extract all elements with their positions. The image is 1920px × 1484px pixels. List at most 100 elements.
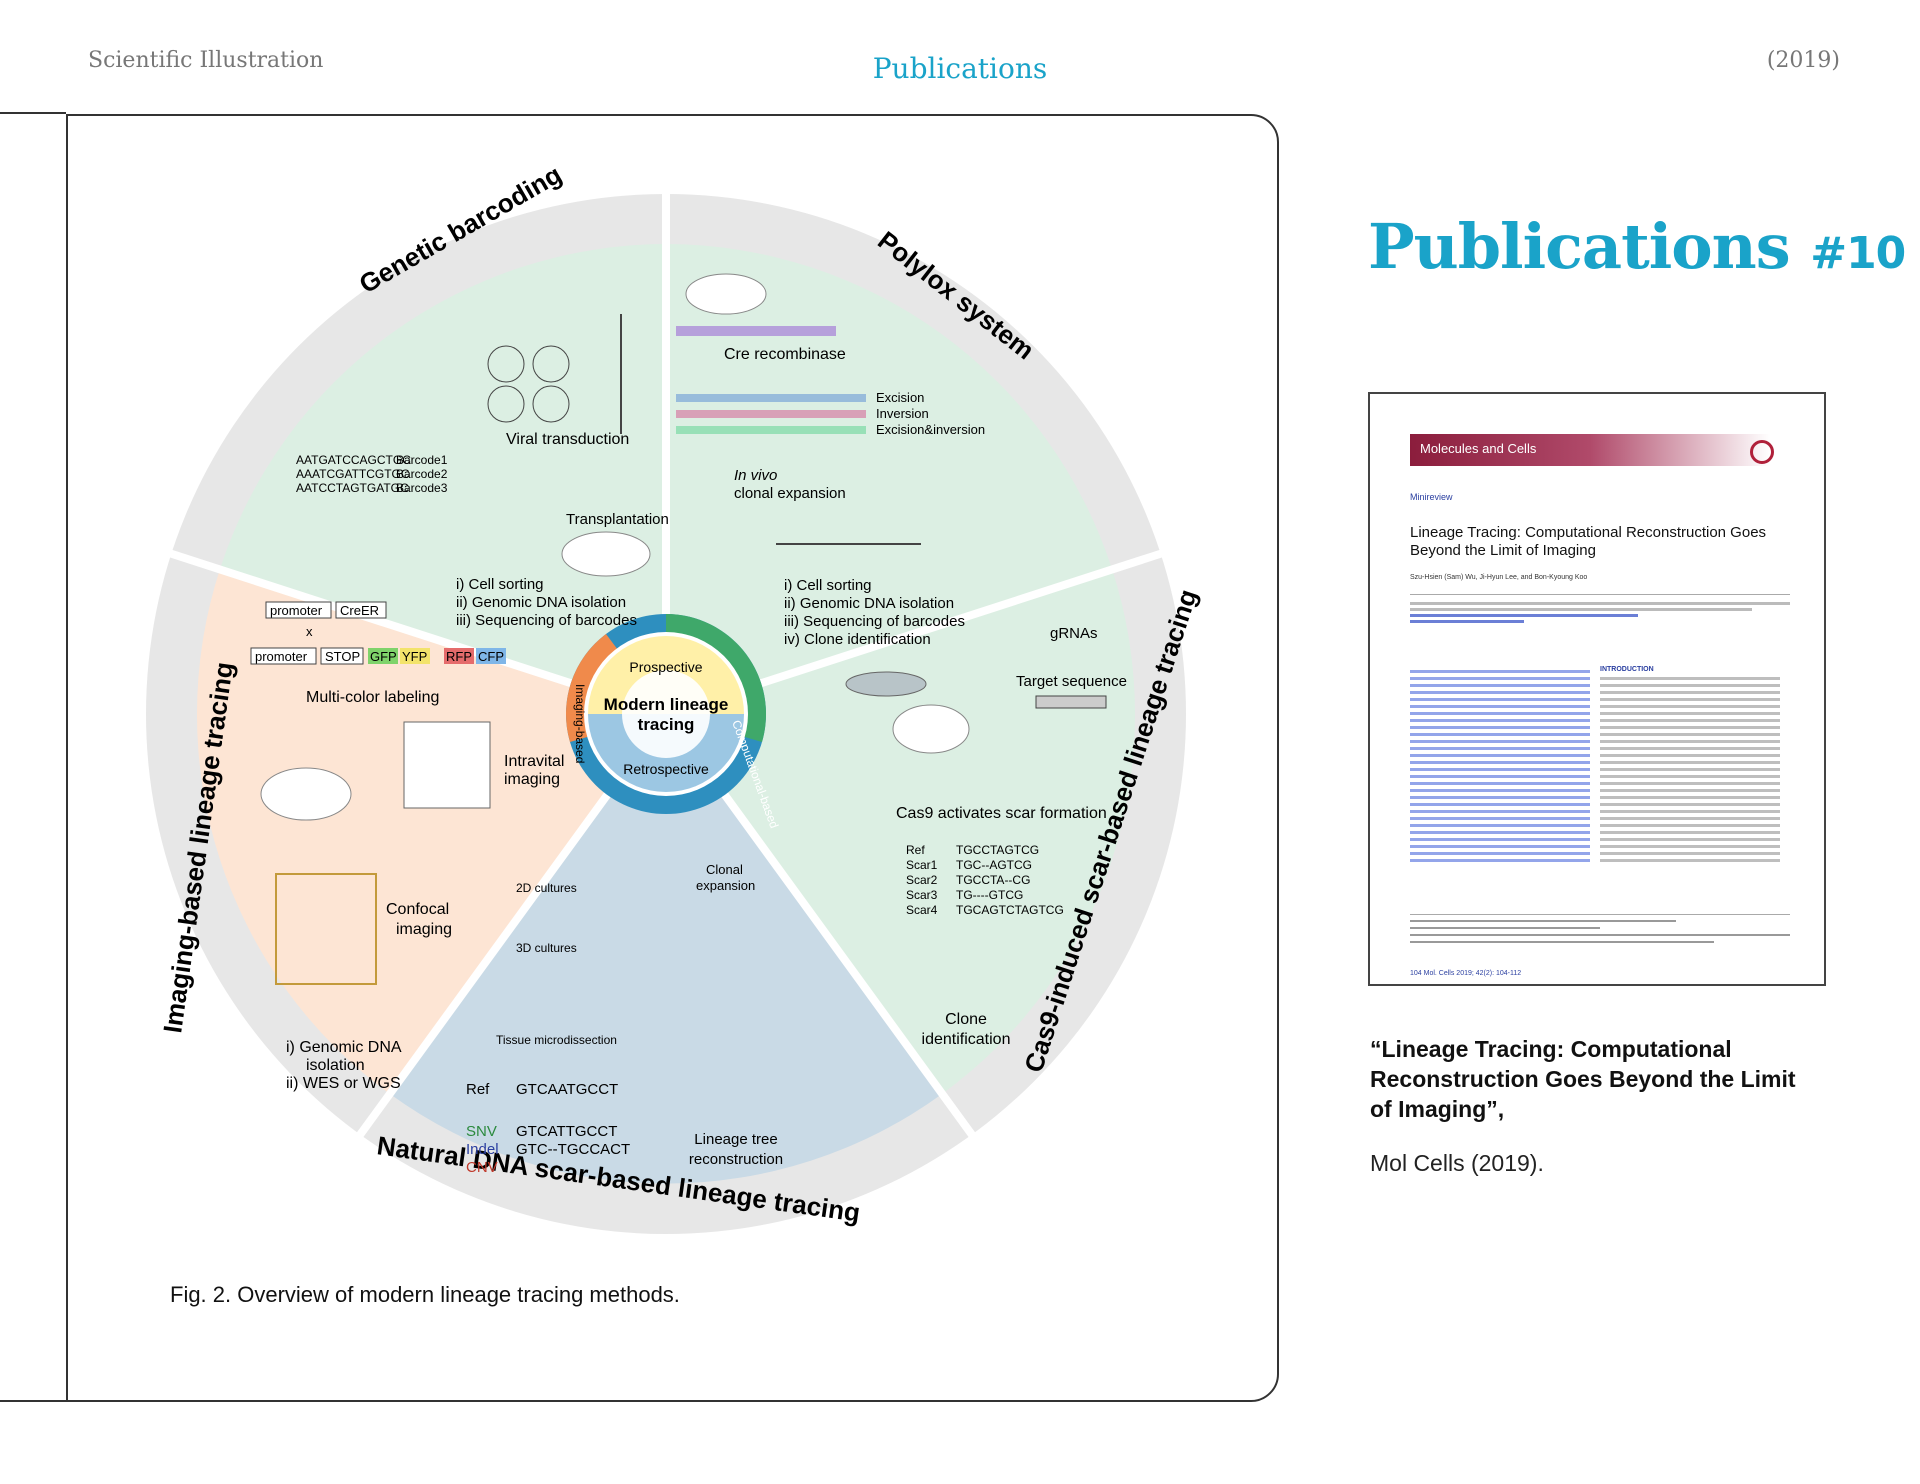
- natural-clonal-2: expansion: [696, 878, 755, 893]
- cas9-scar1-name: Scar1: [906, 858, 938, 872]
- natural-step1: i) Genomic DNA: [286, 1039, 402, 1056]
- natural-clonal-1: Clonal: [706, 862, 743, 877]
- imaging-intravital-2: imaging: [504, 771, 560, 788]
- cas9-grnas: gRNAs: [1050, 625, 1098, 642]
- genetic-step3: iii) Sequencing of barcodes: [456, 612, 637, 629]
- barcode2-seq: AAATCGATTCGTGC: [296, 467, 410, 481]
- center-retrospective: Retrospective: [623, 761, 709, 777]
- cas9-clone-2: identification: [922, 1031, 1011, 1048]
- polylox-clonal: clonal expansion: [734, 485, 846, 502]
- natural-indel-seq: GTC--TGCCACT: [516, 1141, 630, 1158]
- genetic-step1: i) Cell sorting: [456, 576, 544, 593]
- journal-band: Molecules and Cells: [1410, 434, 1770, 466]
- paper-title: Lineage Tracing: Computational Reconstru…: [1410, 524, 1767, 559]
- natural-ref: Ref: [466, 1081, 490, 1098]
- imaging-creer: CreER: [340, 603, 379, 618]
- polylox-cre: Cre recombinase: [724, 346, 846, 363]
- natural-3d: 3D cultures: [516, 941, 577, 955]
- sector-polylox: [666, 244, 1112, 714]
- imaging-multicolor: Multi-color labeling: [306, 689, 439, 706]
- divider-left-bottom: [0, 1400, 66, 1402]
- imaging-content: promoter CreER x promoter STOP GFP YFP R…: [250, 601, 564, 985]
- header-center[interactable]: Publications: [872, 52, 1048, 85]
- natural-ref-seq: GTCAATGCCT: [516, 1081, 618, 1098]
- polylox-excision: Excision: [876, 390, 924, 405]
- imaging-gfp: GFP: [370, 649, 397, 664]
- cas9-ref-seq: TGCCTAGTCG: [956, 843, 1039, 857]
- polylox-invivo: In vivo: [734, 467, 777, 484]
- journal-name: Molecules and Cells: [1420, 441, 1537, 456]
- natural-indel: Indel: [466, 1141, 499, 1158]
- cas9-scar3-name: Scar3: [906, 888, 938, 902]
- journal-logo-icon: [1750, 440, 1774, 464]
- cas9-ref-name: Ref: [906, 843, 925, 857]
- cas9-scar4-name: Scar4: [906, 903, 938, 917]
- header-left: Scientific Illustration: [88, 48, 324, 73]
- cas9-target: Target sequence: [1016, 673, 1127, 690]
- barcode1-name: Barcode1: [396, 453, 448, 467]
- imaging-rfp: RFP: [446, 649, 472, 664]
- imaging-stop: STOP: [325, 649, 360, 664]
- polylox-step2: ii) Genomic DNA isolation: [784, 595, 954, 612]
- sector-imaging: [196, 569, 666, 1094]
- polylox-content: Cre recombinase Excision Inversion Excis…: [676, 273, 985, 648]
- natural-cnv: CNV: [466, 1159, 498, 1176]
- cas9-activates: Cas9 activates scar formation: [896, 805, 1107, 822]
- imaging-confocal-2: imaging: [396, 921, 452, 938]
- natural-lt-1: Lineage tree: [694, 1131, 777, 1148]
- center-imaging: Imaging-based: [573, 684, 587, 763]
- natural-step1b: isolation: [306, 1057, 365, 1074]
- cas9-scar2-name: Scar2: [906, 873, 938, 887]
- imaging-x: x: [306, 624, 313, 639]
- paper-affiliation: [1410, 594, 1790, 626]
- center-title-1: Modern lineage: [604, 695, 729, 714]
- paper-thumbnail[interactable]: Molecules and Cells Minireview Lineage T…: [1368, 392, 1826, 986]
- sector-cas9: [666, 569, 1136, 1094]
- polylox-step3: iii) Sequencing of barcodes: [784, 613, 965, 630]
- polylox-excinv: Excision&inversion: [876, 422, 985, 437]
- sector-natural: [390, 714, 942, 1184]
- natural-snv: SNV: [466, 1123, 497, 1140]
- polylox-step1: i) Cell sorting: [784, 577, 872, 594]
- cas9-clone-1: Clone: [945, 1011, 987, 1028]
- paper-authors: Szu-Hsien (Sam) Wu, Ji-Hyun Lee, and Bon…: [1410, 574, 1588, 581]
- natural-content: 2D cultures 3D cultures Tissue microdiss…: [286, 862, 783, 1176]
- paper-page: 104 Mol. Cells 2019; 42(2): 104-112: [1410, 970, 1522, 977]
- barcode1-seq: AATGATCCAGCTGC: [296, 453, 411, 467]
- divider-left: [0, 112, 66, 114]
- center-prospective: Prospective: [629, 659, 702, 675]
- publication-citation: Mol Cells (2019).: [1370, 1150, 1544, 1176]
- barcode3-name: Barcode3: [396, 481, 448, 495]
- imaging-intravital-1: Intravital: [504, 753, 564, 770]
- paper-introduction: INTRODUCTION: [1600, 666, 1780, 866]
- sector-genetic: [220, 244, 666, 714]
- cas9-scar4-seq: TGCAGTCTAGTCG: [956, 903, 1064, 917]
- natural-2d: 2D cultures: [516, 881, 577, 895]
- genetic-content: Viral transduction Transplantation AATGA…: [296, 314, 669, 629]
- imaging-promoter-2: promoter: [255, 649, 308, 664]
- figure-caption: Fig. 2. Overview of modern lineage traci…: [170, 1282, 680, 1307]
- center-title-2: tracing: [638, 715, 695, 734]
- natural-snv-seq: GTCATTGCCT: [516, 1123, 617, 1140]
- natural-step2: ii) WES or WGS: [286, 1075, 401, 1092]
- imaging-yfp: YFP: [402, 649, 427, 664]
- cas9-scar1-seq: TGC--AGTCG: [956, 858, 1032, 872]
- barcode3-seq: AATCCTAGTGATGC: [296, 481, 409, 495]
- genetic-viral: Viral transduction: [506, 431, 629, 448]
- imaging-cfp: CFP: [478, 649, 504, 664]
- paper-footer: [1410, 914, 1790, 948]
- figure-panel: [66, 114, 1279, 1402]
- imaging-confocal-1: Confocal: [386, 901, 449, 918]
- publications-title: Publications #10: [1368, 210, 1906, 283]
- cas9-scar2-seq: TGCCTA--CG: [956, 873, 1030, 887]
- paper-intro-heading: INTRODUCTION: [1600, 666, 1654, 673]
- natural-lt-2: reconstruction: [689, 1151, 783, 1168]
- paper-type: Minireview: [1410, 492, 1453, 502]
- genetic-step2: ii) Genomic DNA isolation: [456, 594, 626, 611]
- cas9-content: gRNAs Target sequence Cas9 activates sca…: [845, 625, 1127, 1048]
- barcode2-name: Barcode2: [396, 467, 448, 481]
- publication-quote: “Lineage Tracing: Computational Reconstr…: [1370, 1036, 1796, 1122]
- lineage-figure: Modern lineage tracing Prospective Retro…: [146, 159, 1203, 1234]
- header-year: (2019): [1766, 48, 1840, 73]
- cas9-scar3-seq: TG----GTCG: [956, 888, 1023, 902]
